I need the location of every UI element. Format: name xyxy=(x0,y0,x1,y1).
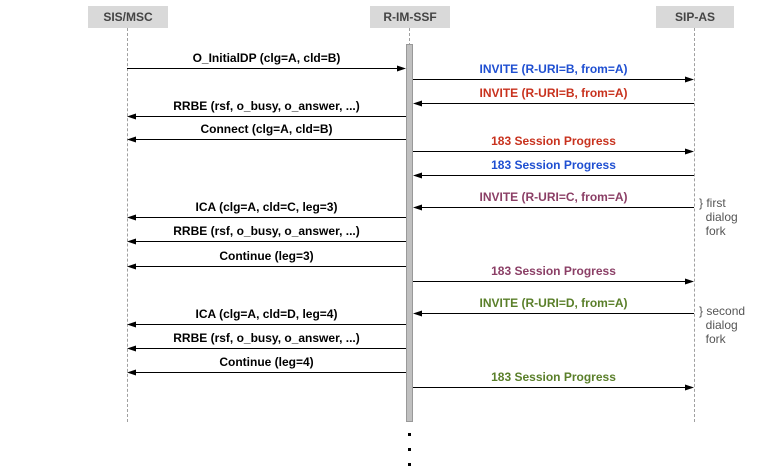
message-arrowhead xyxy=(127,214,136,221)
message-arrowhead xyxy=(127,345,136,352)
message-label: 183 Session Progress xyxy=(491,158,616,172)
message-label: RRBE (rsf, o_busy, o_answer, ...) xyxy=(173,224,360,238)
message-label: Continue (leg=3) xyxy=(219,249,314,263)
message-arrowhead xyxy=(397,65,406,72)
message-arrowhead xyxy=(127,238,136,245)
message-label: INVITE (R-URI=B, from=A) xyxy=(479,62,628,76)
participant-label: SIP-AS xyxy=(674,10,715,24)
participant-sip-as: SIP-AS xyxy=(656,6,734,28)
message-label: RRBE (rsf, o_busy, o_answer, ...) xyxy=(173,99,360,113)
participant-label: SIS/MSC xyxy=(103,10,153,24)
message-arrowhead xyxy=(685,278,694,285)
message-label: O_InitialDP (clg=A, cld=B) xyxy=(192,51,341,65)
participant-r-im-ssf: R-IM-SSF xyxy=(370,6,450,28)
message-arrowhead xyxy=(413,310,422,317)
message-label: Connect (clg=A, cld=B) xyxy=(200,122,333,136)
message-arrowhead xyxy=(127,113,136,120)
note-first-dialog-fork: } first dialog fork xyxy=(699,196,738,238)
message-arrowhead xyxy=(127,321,136,328)
message-label: ICA (clg=A, cld=D, leg=4) xyxy=(195,307,338,321)
message-arrowhead xyxy=(413,172,422,179)
message-arrowhead xyxy=(413,204,422,211)
message-label: 183 Session Progress xyxy=(491,134,616,148)
message-label: INVITE (R-URI=B, from=A) xyxy=(479,86,628,100)
message-label: 183 Session Progress xyxy=(491,370,616,384)
message-label: ICA (clg=A, cld=C, leg=3) xyxy=(195,200,338,214)
note-second-dialog-fork: } second dialog fork xyxy=(699,304,746,346)
continuation-dot xyxy=(408,448,411,451)
message-label: 183 Session Progress xyxy=(491,264,616,278)
message-arrowhead xyxy=(127,369,136,376)
activation-bar-r-im-ssf xyxy=(406,44,413,422)
message-arrowhead xyxy=(685,76,694,83)
participant-sis-msc: SIS/MSC xyxy=(88,6,168,28)
message-arrowhead xyxy=(413,100,422,107)
message-arrowhead xyxy=(685,148,694,155)
lifeline-sip-as xyxy=(694,28,695,422)
message-label: INVITE (R-URI=D, from=A) xyxy=(479,296,628,310)
message-label: RRBE (rsf, o_busy, o_answer, ...) xyxy=(173,331,360,345)
message-label: INVITE (R-URI=C, from=A) xyxy=(479,190,628,204)
message-arrowhead xyxy=(685,384,694,391)
continuation-dot xyxy=(408,433,411,436)
lifeline-sis-msc xyxy=(127,28,128,422)
message-arrowhead xyxy=(127,263,136,270)
participant-label: R-IM-SSF xyxy=(383,10,437,24)
message-label: Continue (leg=4) xyxy=(219,355,314,369)
continuation-dot xyxy=(408,463,411,466)
message-arrowhead xyxy=(127,136,136,143)
